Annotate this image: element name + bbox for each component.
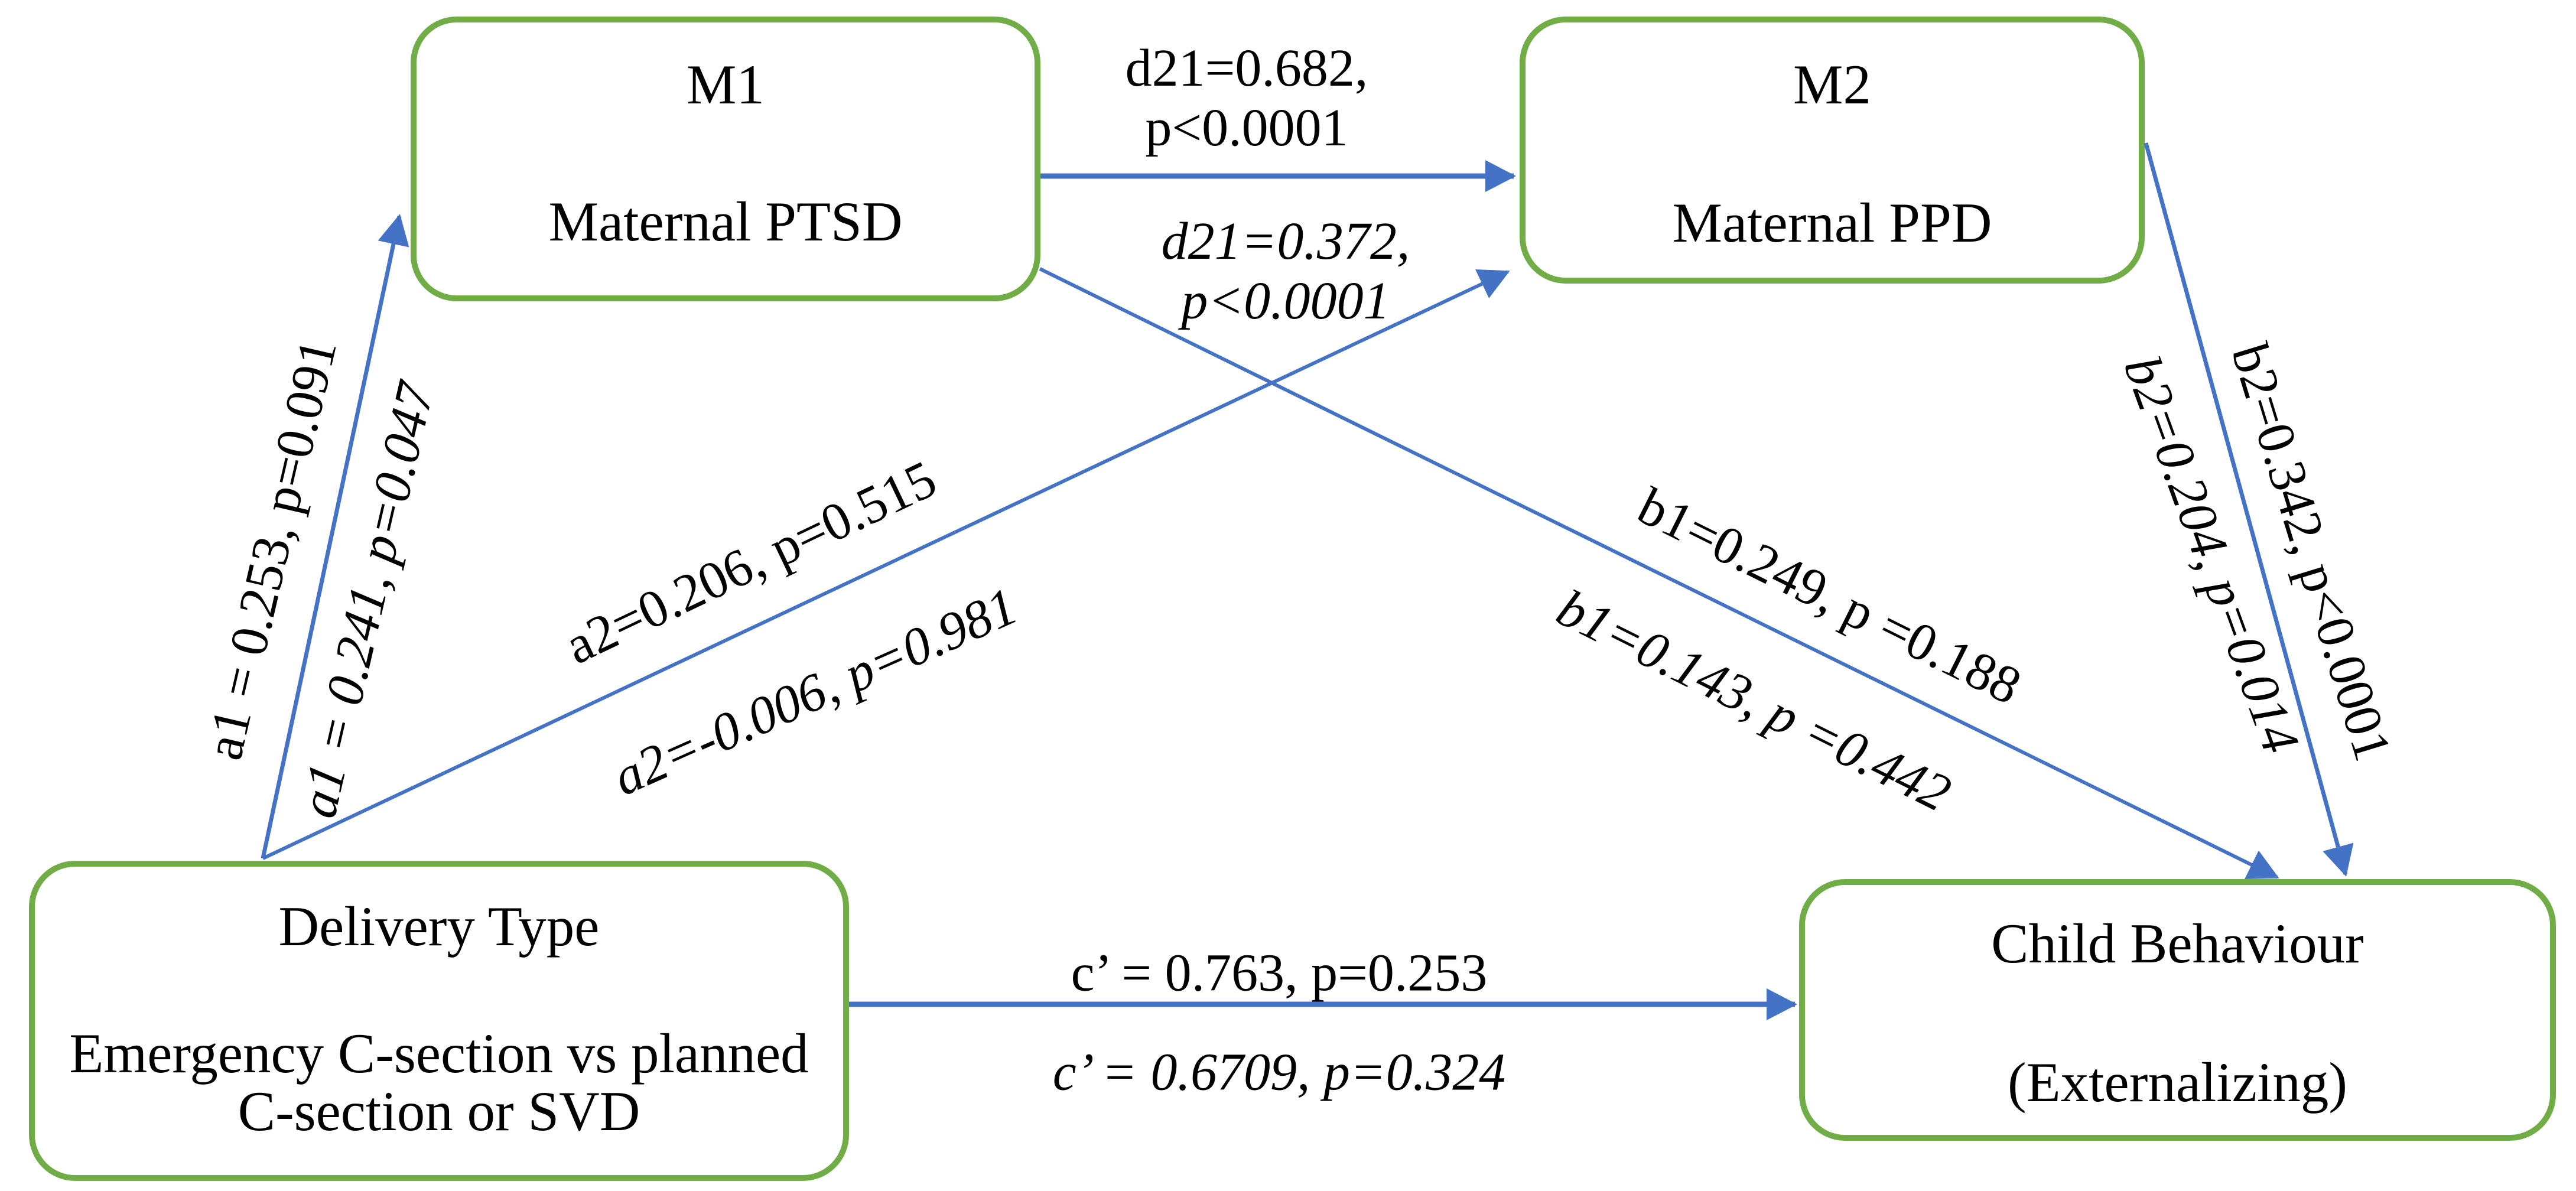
node-delivery-subtitle: Emergency C-section vs planned C-section… — [69, 1022, 809, 1143]
path-label-d21-model2: d21=0.372, p<0.0001 — [1162, 212, 1410, 331]
path-label-d21-model1-line1: d21=0.682, — [1125, 39, 1368, 98]
arrow-b2 — [2144, 142, 2354, 877]
path-label-d21-model1: d21=0.682, p<0.0001 — [1126, 39, 1368, 158]
node-delivery-title: Delivery Type — [278, 895, 600, 958]
arrow-b1 — [1039, 267, 2279, 880]
node-m2-code: M2 — [1793, 53, 1871, 116]
node-delivery-subtitle-line1: Emergency C-section vs planned — [69, 1022, 809, 1085]
node-m2-maternal-ppd: M2 Maternal PPD — [1520, 17, 2145, 284]
node-delivery-type: Delivery Type Emergency C-section vs pla… — [29, 861, 849, 1181]
node-child-subtitle: (Externalizing) — [2007, 1051, 2347, 1114]
path-label-c-prime-model1: c’ = 0.763, p=0.253 — [1071, 943, 1488, 1003]
node-delivery-subtitle-line2: C-section or SVD — [238, 1080, 640, 1143]
arrow-a1 — [261, 214, 409, 859]
node-child-behaviour: Child Behaviour (Externalizing) — [1799, 879, 2556, 1141]
path-label-d21-model2-line2: p<0.0001 — [1181, 272, 1390, 330]
node-m1-maternal-ptsd: M1 Maternal PTSD — [411, 17, 1040, 301]
path-label-d21-model2-line1: d21=0.372, — [1161, 212, 1410, 271]
node-m2-label: Maternal PPD — [1672, 191, 1992, 255]
node-m1-label: Maternal PTSD — [548, 190, 903, 253]
path-label-d21-model1-line2: p<0.0001 — [1145, 99, 1348, 157]
path-label-c-prime-model2: c’ = 0.6709, p=0.324 — [1052, 1043, 1506, 1102]
node-m1-code: M1 — [687, 53, 765, 116]
arrow-a2 — [262, 269, 1510, 860]
node-child-title: Child Behaviour — [1991, 912, 2364, 975]
